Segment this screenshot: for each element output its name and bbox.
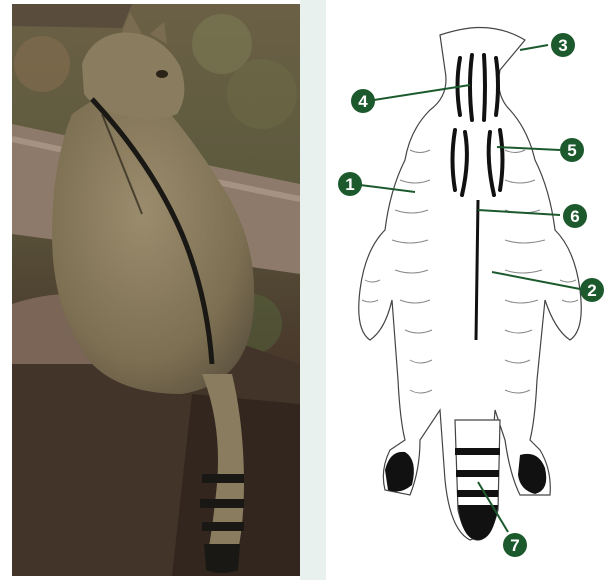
leader-line-5 — [497, 147, 560, 150]
right-hind-paw — [518, 454, 546, 494]
leader-line-4 — [374, 85, 470, 100]
marker-2: 2 — [580, 278, 604, 302]
markings-diagram: 1 2 3 4 5 6 7 — [326, 0, 613, 580]
ringed-tail — [455, 420, 500, 540]
marker-3-label: 3 — [558, 36, 567, 55]
wildcat-photo — [12, 4, 300, 576]
neck-stripes — [458, 55, 499, 120]
left-hind-paw — [385, 452, 414, 492]
marker-3: 3 — [551, 33, 575, 57]
leader-line-1 — [360, 185, 415, 192]
marker-4: 4 — [351, 89, 375, 113]
marker-6-label: 6 — [570, 207, 579, 226]
dorsal-stripe — [476, 200, 478, 340]
marker-7-label: 7 — [510, 536, 519, 555]
marker-5: 5 — [560, 138, 584, 162]
markings-diagram-svg: 1 2 3 4 5 6 7 — [326, 0, 613, 580]
marker-6: 6 — [563, 204, 587, 228]
marker-5-label: 5 — [567, 141, 576, 160]
shoulder-stripes — [453, 130, 503, 195]
leader-line-2 — [492, 272, 580, 289]
marker-2-label: 2 — [587, 281, 596, 300]
marker-4-label: 4 — [358, 92, 368, 111]
wildcat-photo-illustration — [12, 4, 300, 576]
leader-line-6 — [478, 210, 560, 215]
leader-line-3 — [520, 45, 548, 50]
marker-1: 1 — [338, 172, 362, 196]
marker-7: 7 — [503, 533, 527, 557]
panel-divider — [300, 0, 326, 580]
marker-1-label: 1 — [345, 175, 354, 194]
